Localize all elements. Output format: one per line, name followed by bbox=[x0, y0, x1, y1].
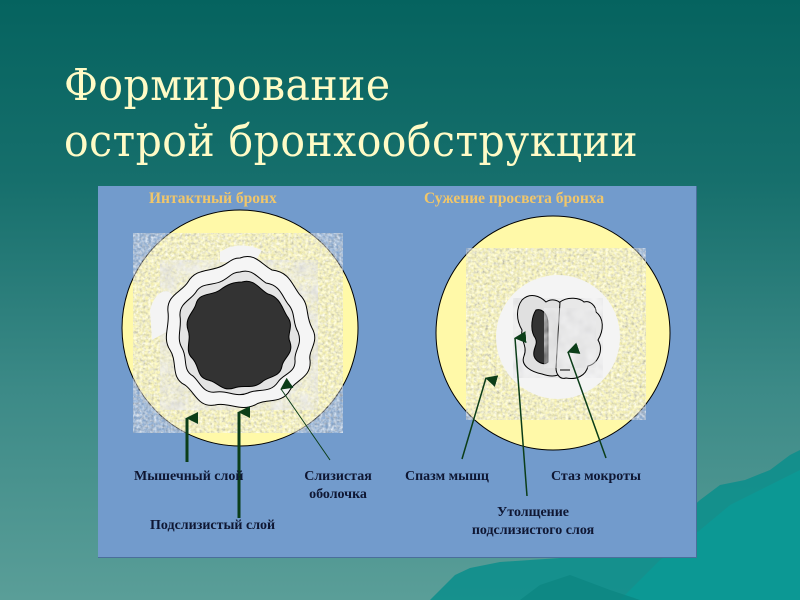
stasis-arrow bbox=[567, 342, 607, 459]
intact-bronchus-illustration bbox=[121, 209, 359, 447]
heading-narrowed-bronchus: Сужение просвета бронха bbox=[424, 190, 605, 207]
heading-intact-bronchus: Интактный бронх bbox=[149, 190, 277, 207]
diagram-panel: Интактный бронх Сужение просвета бронха … bbox=[98, 186, 697, 558]
label-mucosa-line-2: оболочка bbox=[309, 487, 367, 502]
bronchus-diagram bbox=[121, 209, 671, 518]
thickening-arrow bbox=[514, 331, 528, 497]
slide-title: Формирование острой бронхообструкции bbox=[64, 58, 638, 170]
spasm-arrow bbox=[461, 375, 499, 460]
mucosa-arrow bbox=[280, 377, 331, 461]
title-line-1: Формирование bbox=[64, 60, 391, 111]
label-submucosa: Подслизистый слой bbox=[150, 518, 276, 533]
label-muscle-layer: Мышечный слой bbox=[134, 469, 244, 484]
narrowed-bronchus-illustration bbox=[435, 215, 671, 451]
label-submucosa-thickening: Утолщение подслизистого слоя bbox=[453, 504, 613, 540]
label-thickening-line-2: подслизистого слоя bbox=[471, 523, 595, 538]
title-line-2: острой бронхообструкции bbox=[64, 116, 638, 167]
label-mucosa-line-1: Слизистая bbox=[304, 469, 372, 484]
label-thickening-line-1: Утолщение bbox=[496, 505, 570, 520]
label-sputum-stasis: Стаз мокроты bbox=[551, 469, 641, 484]
label-muscle-spasm: Спазм мышц bbox=[405, 469, 489, 484]
label-mucosa: Слизистая оболочка bbox=[298, 468, 378, 504]
